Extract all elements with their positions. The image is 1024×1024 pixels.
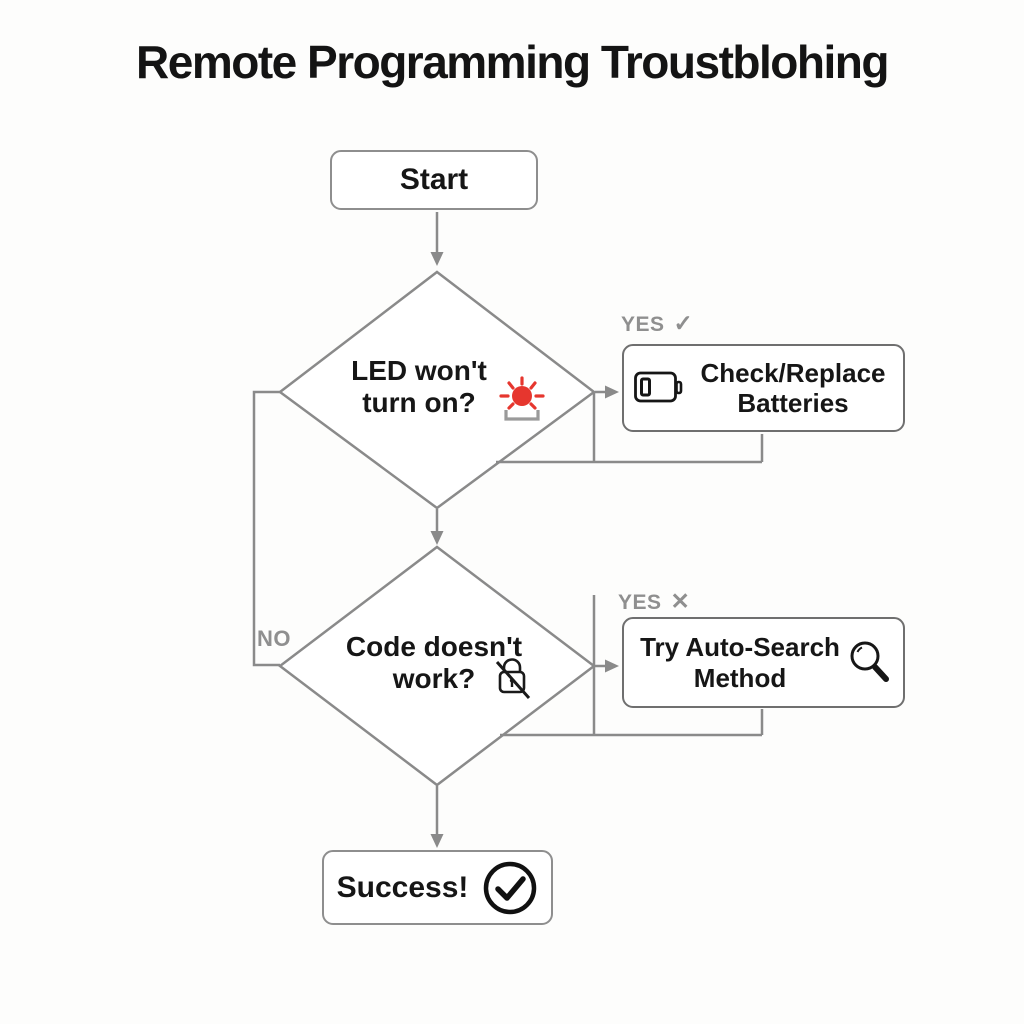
arrowhead-down-3 xyxy=(430,834,444,848)
connector-no-path xyxy=(252,390,280,667)
start-label: Start xyxy=(399,163,469,197)
edge-label-yes-1: YES ✓ xyxy=(621,310,693,336)
check-circle-icon xyxy=(482,860,538,916)
page-title: Remote Programming Troustblohing xyxy=(136,36,889,88)
arrowhead-right-1 xyxy=(605,385,619,399)
arrowhead-down-2 xyxy=(430,531,444,545)
decision-diamond-led xyxy=(277,270,597,510)
success-label: Success! xyxy=(336,870,469,904)
edge-label-yes-2: YES ✕ xyxy=(618,588,690,614)
cross-mark-icon: ✕ xyxy=(670,588,690,614)
decision-code-label: Code doesn't work? xyxy=(345,631,523,695)
decision-led-label: LED won't turn on? xyxy=(351,355,487,419)
lock-slash-icon xyxy=(495,658,531,699)
edge-label-no: NO xyxy=(257,626,291,651)
led-alert-icon xyxy=(499,376,545,421)
check-mark-icon: ✓ xyxy=(673,310,693,336)
batteries-label: Check/Replace Batteries xyxy=(700,357,886,418)
decision-diamond-code xyxy=(277,545,597,787)
battery-icon xyxy=(633,369,683,407)
batteries-node: Check/Replace Batteries xyxy=(622,344,905,432)
autosearch-label: Try Auto-Search Method xyxy=(640,632,840,693)
success-node: Success! xyxy=(322,850,553,925)
arrowhead-down-1 xyxy=(430,252,444,266)
start-node: Start xyxy=(330,150,538,210)
arrowhead-right-2 xyxy=(605,659,619,673)
autosearch-node: Try Auto-Search Method xyxy=(622,617,905,708)
magnifier-icon xyxy=(844,636,894,690)
